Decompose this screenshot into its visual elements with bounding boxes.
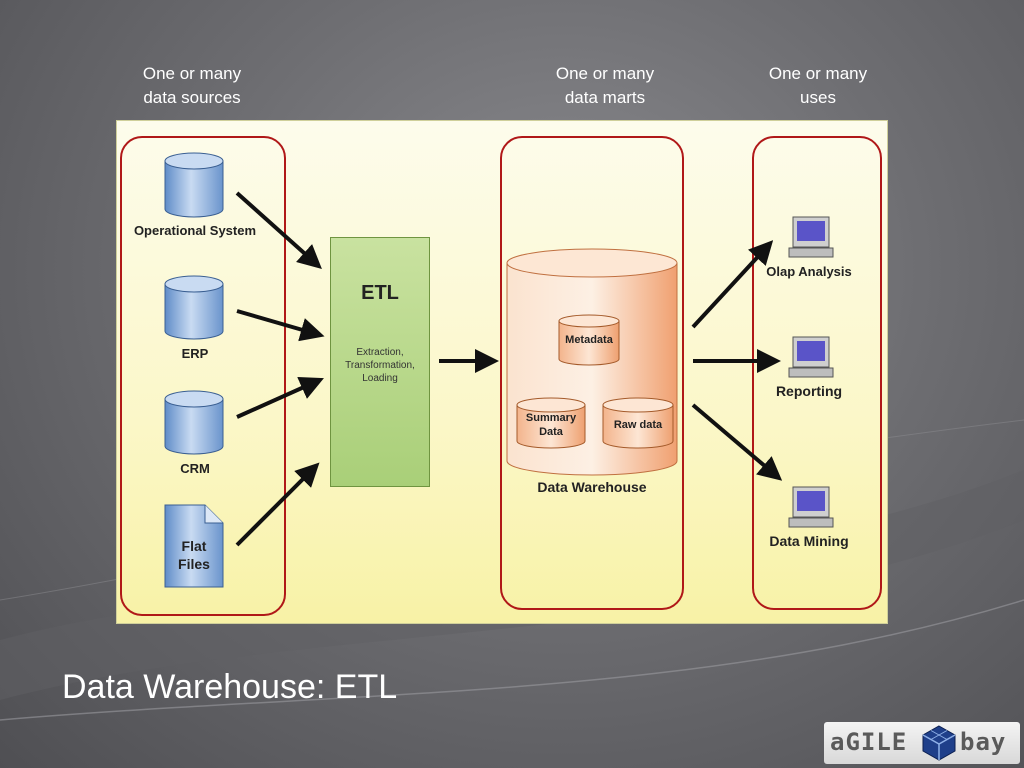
arrow-crm-to-etl <box>236 376 324 419</box>
diagram-graphics <box>164 152 834 588</box>
etl-description: Extraction, Transformation, Loading <box>335 346 425 385</box>
raw-data-cylinder <box>602 397 674 449</box>
flat-files-document <box>164 504 224 588</box>
etl-diagram: Operational System ERP CRM Flat Files ET… <box>116 120 888 624</box>
etl-title: ETL <box>361 282 399 304</box>
page-title: Data Warehouse: ETL <box>62 668 398 706</box>
logo-text-right: bay <box>960 728 1007 756</box>
uses-heading: One or many uses <box>738 62 898 110</box>
label-crm: CRM <box>180 461 210 476</box>
operational-system-cylinder <box>164 152 224 218</box>
uses-heading-line1: One or many <box>768 64 868 83</box>
arrow-flatfiles-to-etl <box>235 462 320 547</box>
label-flat-files-line2: Files <box>178 556 210 572</box>
etl-description-line2: Transformation, <box>345 360 415 371</box>
crm-cylinder <box>164 390 224 455</box>
sources-heading-line1: One or many <box>142 64 242 83</box>
label-flat-files-line1: Flat <box>181 538 207 554</box>
label-summary-line1: Summary <box>525 412 577 424</box>
marts-heading-line1: One or many <box>555 64 655 83</box>
computer-icon-olap <box>788 216 834 258</box>
marts-group-box <box>500 136 684 610</box>
agilebay-logo: aGILE bay <box>824 722 1020 764</box>
arrow-erp-to-etl <box>236 309 325 342</box>
label-summary-data: Summary Data <box>517 411 585 439</box>
label-erp: ERP <box>181 346 209 361</box>
label-flat-files: Flat Files <box>165 537 223 573</box>
etl-description-line3: Loading <box>362 373 398 384</box>
sources-group-box <box>120 136 286 616</box>
summary-data-cylinder <box>516 397 586 449</box>
label-metadata: Metadata <box>565 334 613 346</box>
uses-group-box <box>752 136 882 610</box>
computer-icon-mining <box>788 486 834 528</box>
label-data-mining: Data Mining <box>769 533 849 549</box>
arrow-operational-to-etl <box>235 191 322 270</box>
etl-description-line1: Extraction, <box>356 347 404 358</box>
label-data-warehouse: Data Warehouse <box>537 479 647 495</box>
label-olap-analysis: Olap Analysis <box>766 264 852 279</box>
label-summary-line2: Data <box>539 426 563 438</box>
marts-heading-line2: data marts <box>564 88 646 107</box>
label-reporting: Reporting <box>775 383 843 399</box>
logo-text-left: aGILE <box>830 728 908 756</box>
arrow-warehouse-to-mining <box>691 403 783 481</box>
sources-heading-line2: data sources <box>143 88 241 107</box>
cube-logo-icon <box>922 725 956 761</box>
label-raw-data: Raw data <box>613 419 663 431</box>
etl-box: ETL Extraction, Transformation, Loading <box>330 237 430 487</box>
marts-heading: One or many data marts <box>525 62 685 110</box>
arrow-warehouse-to-olap <box>691 240 774 329</box>
metadata-cylinder <box>558 314 620 366</box>
sources-heading: One or many data sources <box>112 62 272 110</box>
label-operational-system: Operational System <box>133 223 257 238</box>
uses-heading-line2: uses <box>800 88 836 107</box>
computer-icon-reporting <box>788 336 834 378</box>
erp-cylinder <box>164 275 224 340</box>
